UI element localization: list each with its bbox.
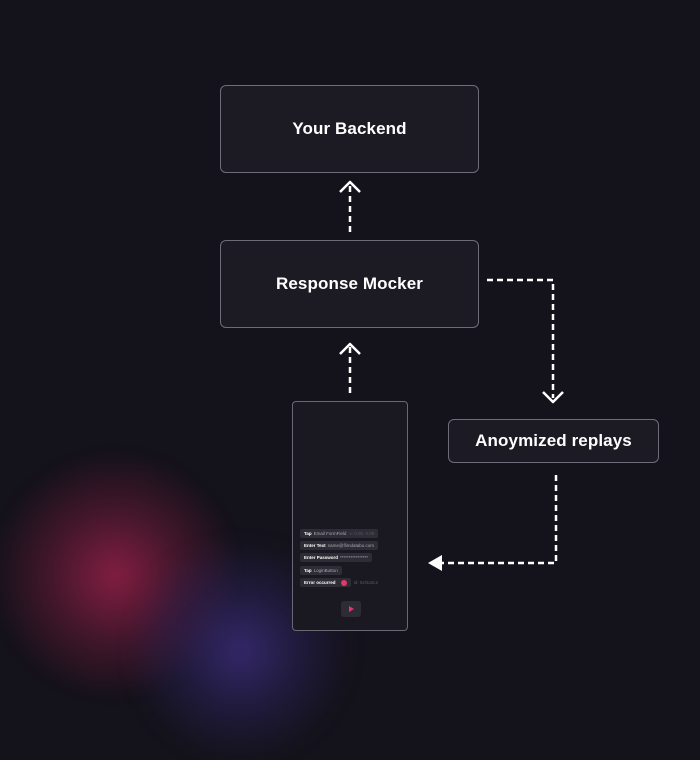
log-action: Error occurred	[304, 580, 336, 585]
log-entry: Enter Text name@flimdatabo.com	[300, 541, 379, 550]
log-entry: Tap Email FormField x: 0.00, 0.00	[300, 529, 379, 538]
phone-mockup: Tap Email FormField x: 0.00, 0.00 Enter …	[292, 401, 408, 631]
arrowhead-down-replays	[542, 391, 564, 404]
log-action: Tap	[304, 531, 312, 536]
log-action: Tap	[304, 568, 312, 573]
log-extra: x: 0.00, 0.00	[349, 531, 375, 536]
play-icon	[348, 606, 354, 612]
log-extra: Id: 0xf4a3c2	[353, 580, 379, 585]
arrow-mocker-to-replays	[487, 278, 555, 398]
arrowhead-left-phone	[428, 555, 442, 571]
your-backend-label: Your Backend	[292, 119, 407, 138]
arrowhead-up-mocker	[339, 342, 361, 355]
log-entry: Tap LoginButton	[300, 566, 342, 575]
response-mocker-node: Response Mocker	[220, 240, 479, 328]
log-chip: Enter Text name@flimdatabo.com	[300, 541, 379, 550]
log-action: Enter Password	[304, 555, 339, 560]
log-value: LoginButton	[313, 568, 338, 573]
log-chip: Tap LoginButton	[300, 566, 342, 575]
log-chip: Tap Email FormField x: 0.00, 0.00	[300, 529, 379, 538]
log-entry-error: Error occurred Id: 0xf4a3c2	[300, 578, 378, 587]
flow-arrows	[339, 180, 564, 571]
log-value: Email FormField	[313, 531, 347, 536]
log-chip: Enter Password ****************	[300, 553, 373, 562]
error-dot-icon	[340, 579, 347, 586]
log-value: name@flimdatabo.com	[327, 543, 375, 548]
response-mocker-label: Response Mocker	[276, 274, 423, 293]
log-entry: Enter Password ****************	[300, 553, 373, 562]
play-button[interactable]	[341, 601, 361, 617]
anonymized-replays-label: Anoymized replays	[475, 431, 632, 450]
log-chip: Error occurred	[300, 578, 351, 587]
your-backend-node: Your Backend	[220, 85, 479, 173]
anonymized-replays-node: Anoymized replays	[448, 419, 659, 463]
arrow-replays-to-phone	[442, 475, 558, 565]
arrowhead-up-backend	[339, 180, 361, 193]
log-action: Enter Text	[304, 543, 326, 548]
log-value: ****************	[340, 555, 369, 560]
